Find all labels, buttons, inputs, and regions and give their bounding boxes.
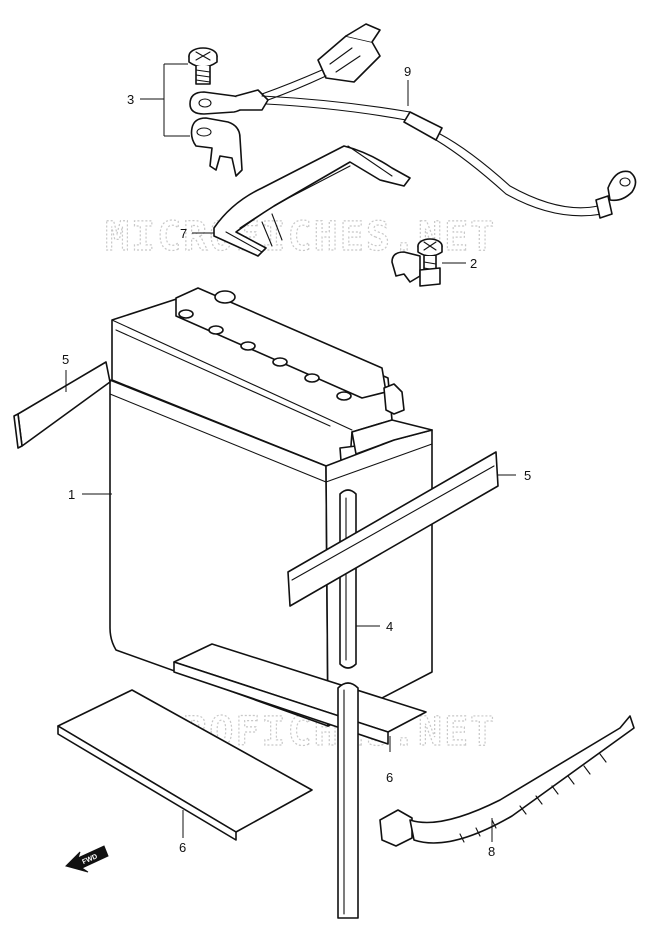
cushion-strip-right — [287, 451, 499, 607]
callout-5-left: 5 — [62, 352, 69, 367]
callout-3: 3 — [127, 92, 134, 107]
leader-lines — [65, 63, 516, 842]
cushion-strip-left — [13, 361, 111, 449]
callout-7: 7 — [180, 226, 187, 241]
callout-9: 9 — [404, 64, 411, 79]
battery — [109, 287, 433, 727]
terminal-bolt-set — [188, 47, 243, 177]
callout-6-left: 6 — [179, 840, 186, 855]
battery-pad-loose — [57, 689, 313, 841]
battery-pad-bottom — [173, 643, 427, 745]
callout-8: 8 — [488, 844, 495, 859]
callout-6-right: 6 — [386, 770, 393, 785]
callout-2: 2 — [470, 256, 477, 271]
callout-5-right: 5 — [524, 468, 531, 483]
cable-tie — [379, 715, 635, 847]
terminal-bolt-nut — [391, 238, 443, 287]
battery-band — [213, 145, 411, 257]
battery-cable-harness — [189, 23, 637, 219]
callout-4: 4 — [386, 619, 393, 634]
forward-arrow-icon: FWD — [65, 845, 109, 873]
callout-1: 1 — [68, 487, 75, 502]
